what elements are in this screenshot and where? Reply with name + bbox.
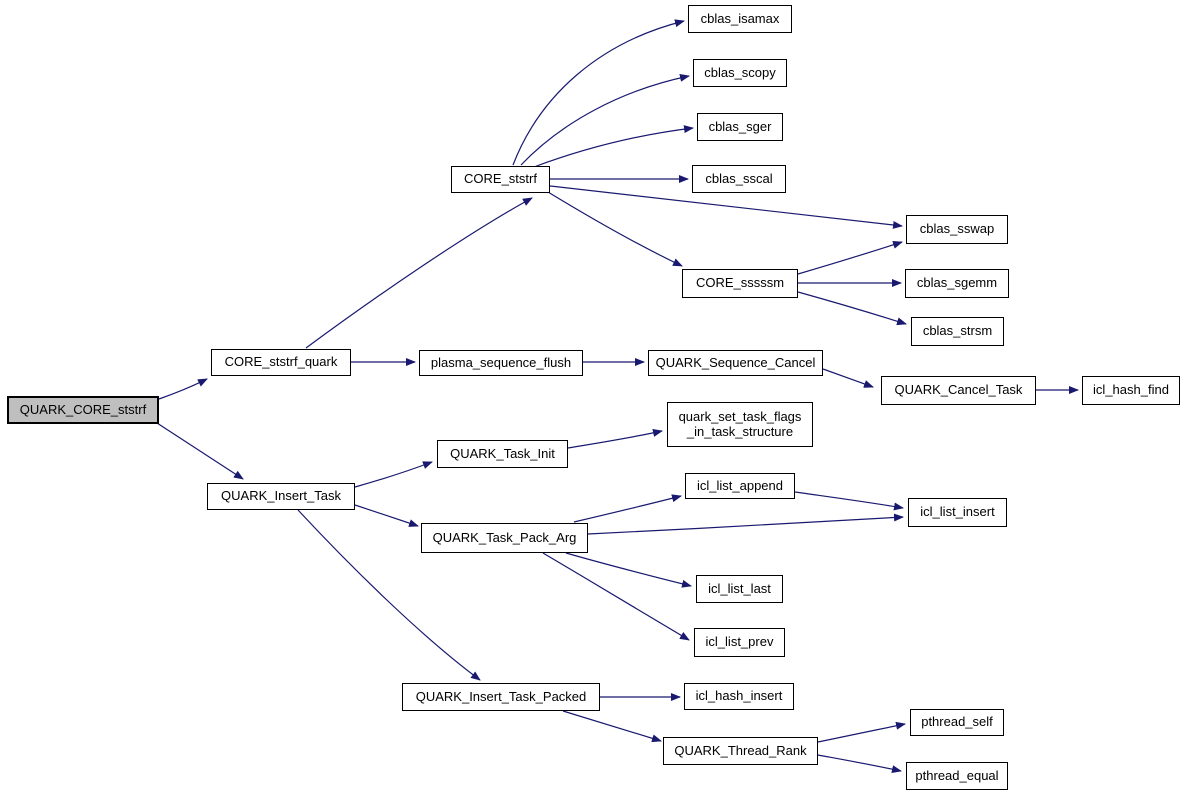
node-quark-sequence-cancel[interactable]: QUARK_Sequence_Cancel [648, 350, 823, 376]
edge-core-ststrf-quark-to-core-ststrf [305, 197, 533, 349]
node-core-ststrf-quark[interactable]: CORE_ststrf_quark [211, 349, 351, 376]
edge-quark-insert-task-to-quark-task-pack-arg [354, 504, 419, 527]
edge-quark-insert-task-to-quark-task-init [354, 461, 433, 488]
edge-core-sssssm-to-cblas-sswap [797, 240, 903, 275]
node-quark-core-ststrf: QUARK_CORE_ststrf [7, 396, 159, 424]
edge-quark-task-pack-arg-to-icl-list-append [573, 494, 682, 523]
node-cblas-isamax[interactable]: cblas_isamax [688, 5, 792, 33]
node-cblas-sger[interactable]: cblas_sger [697, 113, 783, 141]
edge-core-ststrf-to-cblas-isamax [512, 19, 685, 166]
edge-core-sssssm-to-cblas-strsm [797, 291, 907, 326]
edge-quark-insert-task-packed-to-quark-thread-rank [562, 710, 662, 743]
node-core-sssssm[interactable]: CORE_sssssm [682, 269, 798, 298]
node-cblas-sswap[interactable]: cblas_sswap [906, 215, 1008, 244]
node-cblas-sscal[interactable]: cblas_sscal [692, 165, 786, 193]
node-core-ststrf[interactable]: CORE_ststrf [451, 166, 550, 193]
node-quark-insert-task-packed[interactable]: QUARK_Insert_Task_Packed [402, 683, 600, 711]
node-pthread-self[interactable]: pthread_self [910, 709, 1004, 736]
node-quark-task-pack-arg[interactable]: QUARK_Task_Pack_Arg [421, 523, 588, 553]
node-icl-list-append[interactable]: icl_list_append [685, 473, 795, 499]
edge-core-ststrf-to-core-sssssm [547, 191, 683, 267]
node-icl-hash-find[interactable]: icl_hash_find [1082, 376, 1180, 405]
edge-quark-task-pack-arg-to-icl-list-prev [542, 552, 690, 641]
node-icl-hash-insert[interactable]: icl_hash_insert [684, 683, 794, 710]
edge-quark-task-init-to-quark-set-task-flags [567, 429, 663, 449]
edge-quark-thread-rank-to-pthread-equal [817, 754, 902, 774]
edge-icl-list-append-to-icl-list-insert [794, 491, 904, 511]
node-pthread-equal[interactable]: pthread_equal [906, 762, 1008, 790]
edge-quark-core-ststrf-to-core-ststrf-quark [158, 378, 208, 400]
node-cblas-sgemm[interactable]: cblas_sgemm [905, 269, 1009, 298]
edge-quark-core-ststrf-to-quark-insert-task [156, 422, 244, 480]
node-icl-list-prev[interactable]: icl_list_prev [694, 628, 785, 657]
edge-quark-thread-rank-to-pthread-self [817, 721, 906, 743]
node-cblas-strsm[interactable]: cblas_strsm [911, 317, 1004, 346]
edge-quark-sequence-cancel-to-quark-cancel-task [822, 368, 874, 388]
node-icl-list-last[interactable]: icl_list_last [696, 575, 783, 603]
edge-quark-task-pack-arg-to-icl-list-insert [587, 513, 904, 535]
node-cblas-scopy[interactable]: cblas_scopy [693, 59, 787, 87]
edge-core-ststrf-to-cblas-sger [533, 125, 694, 168]
node-quark-task-init[interactable]: QUARK_Task_Init [437, 440, 568, 468]
edge-core-ststrf-to-cblas-scopy [520, 73, 690, 166]
node-icl-list-insert[interactable]: icl_list_insert [908, 498, 1007, 527]
node-quark-insert-task[interactable]: QUARK_Insert_Task [207, 483, 355, 510]
edge-quark-task-pack-arg-to-icl-list-last [565, 552, 692, 588]
node-quark-thread-rank[interactable]: QUARK_Thread_Rank [663, 737, 818, 765]
node-quark-set-task-flags-in-task-structure[interactable]: quark_set_task_flags _in_task_structure [667, 402, 813, 447]
node-quark-cancel-task[interactable]: QUARK_Cancel_Task [881, 376, 1036, 405]
node-plasma-sequence-flush[interactable]: plasma_sequence_flush [419, 350, 583, 376]
